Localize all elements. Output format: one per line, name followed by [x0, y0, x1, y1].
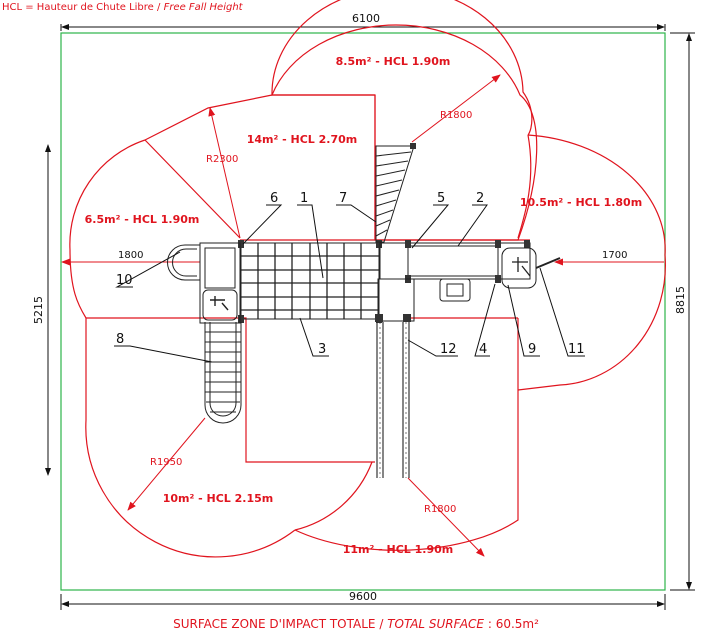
callout-3: 3	[318, 342, 326, 357]
callout-4: 4	[479, 342, 487, 357]
callout-9: 9	[528, 342, 536, 357]
dimension-left-offset: 1800	[118, 250, 143, 261]
zone-label-top: 8.5m² - HCL 1.90m	[336, 55, 451, 68]
callout-1: 1	[300, 191, 308, 206]
dimension-right-offset: 1700	[602, 250, 627, 261]
callout-5: 5	[437, 191, 445, 206]
dimension-bottom: 9600	[60, 590, 666, 610]
callout-6: 6	[270, 191, 278, 206]
dimension-left: 5215	[32, 144, 51, 476]
red-dimensions: 1800 1700 R1800 R2300 R1950 R1800	[61, 74, 664, 557]
safety-zones	[69, 0, 666, 558]
legend-text: HCL = Hauteur de Chute Libre / Free Fall…	[2, 2, 244, 13]
radius-label-1: R1800	[440, 110, 472, 121]
zone-label-bottom-left: 10m² - HCL 2.15m	[163, 492, 274, 505]
callout-11: 11	[568, 342, 585, 357]
dimension-left-label: 5215	[32, 296, 45, 324]
dimension-bottom-label: 9600	[349, 590, 377, 603]
zone-labels: 8.5m² - HCL 1.90m 14m² - HCL 2.70m 6.5m²…	[85, 55, 643, 556]
zone-label-wedge: 14m² - HCL 2.70m	[247, 133, 358, 146]
callout-10: 10	[116, 273, 133, 288]
footer-total-surface: SURFACE ZONE D'IMPACT TOTALE / TOTAL SUR…	[173, 617, 539, 631]
zone-label-left: 6.5m² - HCL 1.90m	[85, 213, 200, 226]
radius-label-2: R2300	[206, 154, 238, 165]
tube-slide	[204, 322, 242, 424]
radius-label-3: R1950	[150, 457, 182, 468]
ramp	[375, 143, 416, 243]
zone-label-right: 10.5m² - HCL 1.80m	[520, 196, 642, 209]
dimension-top-label: 6100	[352, 12, 380, 25]
callouts: 1 6 7 5 2 10 8 3 12 4 9 11	[114, 191, 585, 363]
callout-7: 7	[339, 191, 347, 206]
radius-label-4: R1800	[424, 504, 456, 515]
zone-label-bottom: 11m² - HCL 1.90m	[343, 543, 454, 556]
callout-2: 2	[476, 191, 484, 206]
play-structure	[167, 143, 561, 478]
dimension-top: 6100	[60, 12, 666, 31]
dimension-right: 8815	[670, 32, 695, 591]
callout-12: 12	[440, 342, 457, 357]
dimension-right-label: 8815	[674, 286, 687, 314]
boundary-rectangle	[60, 32, 666, 591]
callout-8: 8	[116, 332, 124, 347]
